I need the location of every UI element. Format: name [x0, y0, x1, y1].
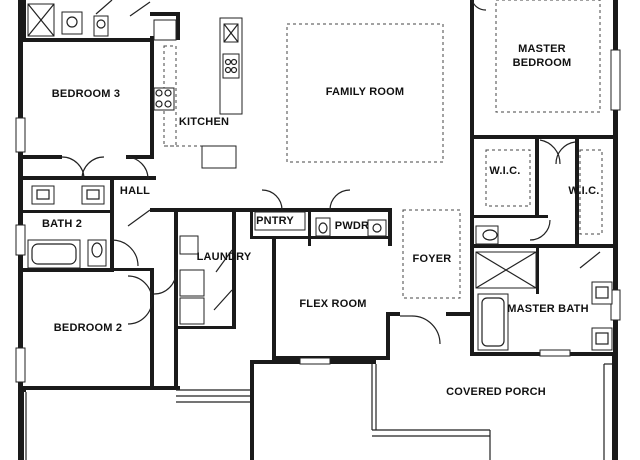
label-bedroom-3: BEDROOM 3: [52, 88, 120, 100]
label-wic-right: W.I.C.: [568, 185, 599, 197]
room-labels: FAMILY ROOM MASTER BEDROOM BEDROOM 3 KIT…: [42, 43, 599, 398]
walls: [18, 0, 618, 460]
label-foyer: FOYER: [413, 253, 452, 265]
windows: [15, 49, 621, 460]
doors: [61, 0, 601, 345]
label-master-bedroom-line1: MASTER: [518, 43, 566, 55]
label-hall: HALL: [120, 185, 150, 197]
label-flex-room: FLEX ROOM: [299, 298, 366, 310]
label-pantry: PNTRY: [256, 215, 294, 227]
label-covered-porch: COVERED PORCH: [446, 386, 546, 398]
label-master-bath: MASTER BATH: [507, 303, 588, 315]
label-wic-left: W.I.C.: [489, 165, 520, 177]
label-family-room: FAMILY ROOM: [326, 86, 405, 98]
label-master-bedroom-line2: BEDROOM: [513, 57, 572, 69]
fixtures: [27, 3, 613, 351]
label-bedroom-2: BEDROOM 2: [54, 322, 122, 334]
label-laundry: LAUNDRY: [197, 251, 252, 263]
label-bath-2: BATH 2: [42, 218, 82, 230]
label-powder: PWDR: [335, 220, 369, 232]
label-kitchen: KITCHEN: [179, 116, 229, 128]
